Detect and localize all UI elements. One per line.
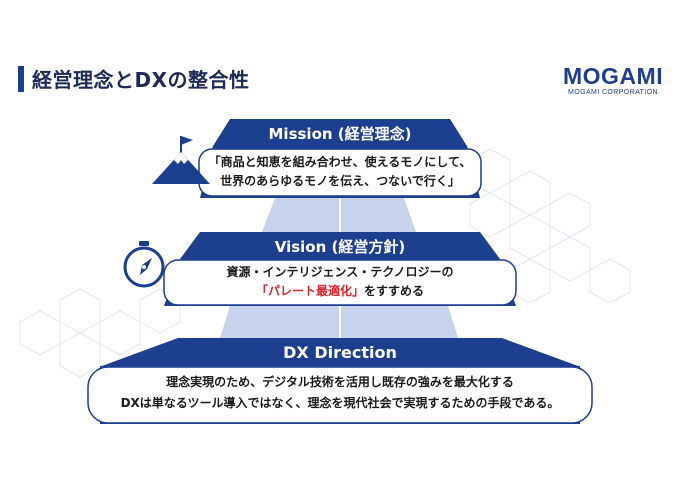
dx-line-1: 理念実現のため、デジタル技術を活用し既存の強みを最大化する — [166, 375, 514, 389]
mission-line-1: 「商品と知恵を組み合わせ、使えるモノにして、 — [208, 155, 472, 169]
vision-line-2-rest: をすすめる — [364, 284, 425, 298]
vision-line-2: 「パレート最適化」をすすめる — [164, 282, 516, 301]
vision-title: Vision (経営方針) — [274, 238, 406, 256]
logo-subtitle: MOGAMI CORPORATION — [568, 89, 658, 96]
slide-title: 経営理念とDXの整合性 — [32, 68, 250, 92]
vision-line-1: 資源・インテリジェンス・テクノロジーの — [226, 265, 454, 279]
dx-title: DX Direction — [283, 343, 397, 362]
mission-header — [213, 119, 467, 146]
compass-icon — [123, 241, 165, 288]
vision-highlight: 「パレート最適化」 — [255, 284, 364, 298]
vision-panel — [163, 259, 517, 306]
dx-line-2: DXは単なるツール導入ではなく、理念を現代社会で実現するための手段である。 — [120, 396, 560, 410]
dx-panel — [87, 366, 593, 424]
mission-title: Mission (経営理念) — [268, 125, 412, 143]
vision-header — [180, 232, 500, 259]
mission-line-2: 世界のあらゆるモノを伝え、つないで行く」 — [220, 174, 460, 188]
mountain-flag-icon — [152, 136, 210, 184]
company-logo: MOGAMI MOGAMI CORPORATION — [563, 64, 663, 96]
bottom-band — [0, 436, 679, 480]
logo-wordmark: MOGAMI — [563, 63, 664, 89]
dx-header — [102, 338, 578, 366]
title-accent-bar — [18, 66, 24, 92]
